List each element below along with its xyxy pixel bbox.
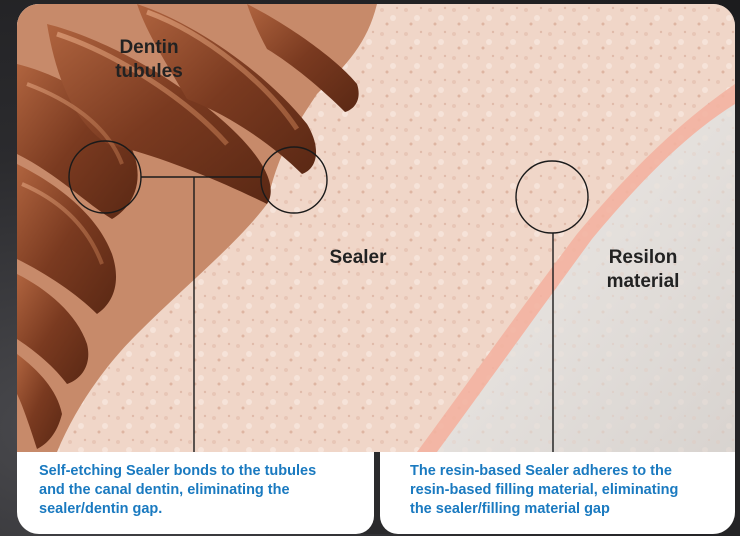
caption-row: Self-etching Sealer bonds to the tubules… (17, 452, 735, 534)
caption-left-box: Self-etching Sealer bonds to the tubules… (17, 452, 374, 534)
resilon-material-label: Resilon material (583, 246, 703, 294)
caption-right-box: The resin-based Sealer adheres to the re… (380, 452, 735, 534)
diagram-panel: Dentin tubules Sealer Resilon material S… (17, 4, 735, 534)
caption-left-text: Self-etching Sealer bonds to the tubules… (39, 462, 360, 519)
caption-right-text: The resin-based Sealer adheres to the re… (410, 462, 721, 519)
dentin-tubules-label: Dentin tubules (99, 36, 199, 84)
sealer-label: Sealer (308, 246, 408, 270)
